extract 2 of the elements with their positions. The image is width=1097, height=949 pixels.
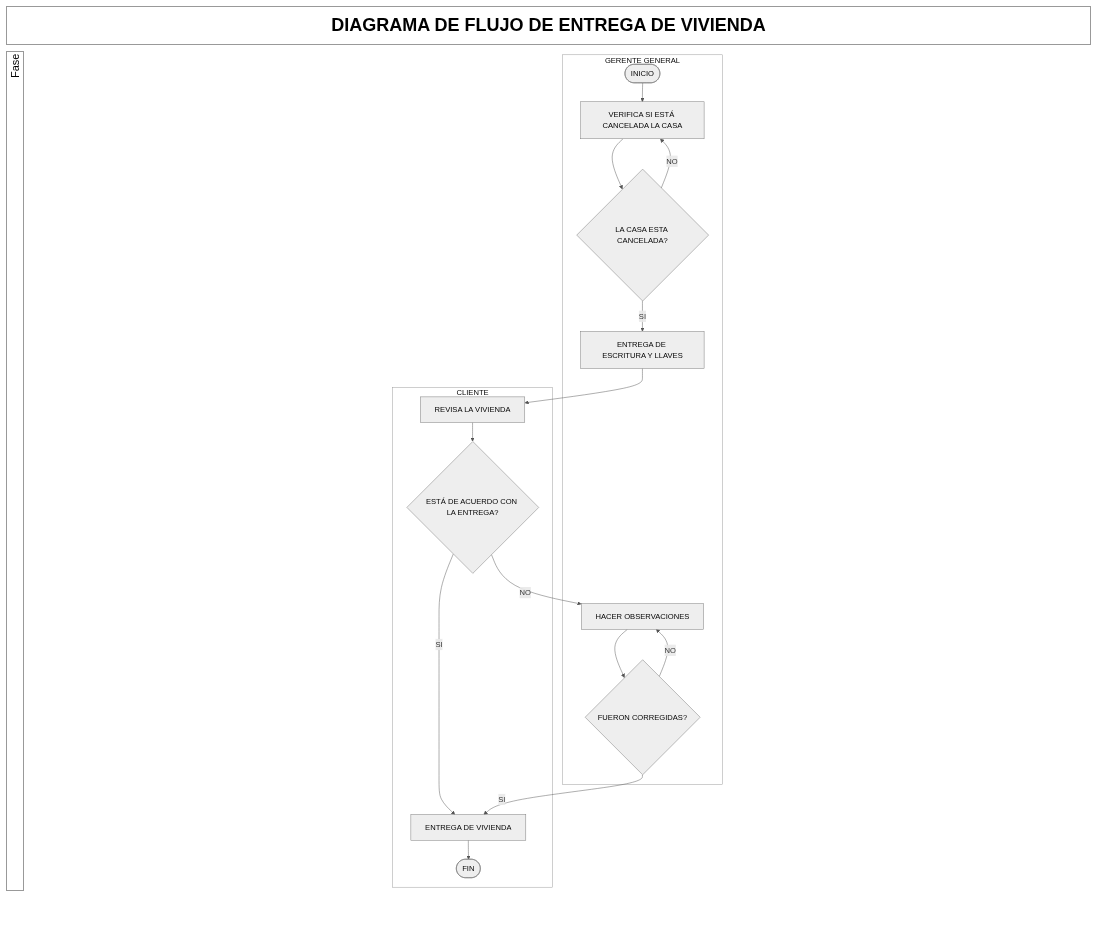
lane-label: Fase xyxy=(9,54,21,79)
diagram-title: DIAGRAMA DE FLUJO DE ENTREGA DE VIVIENDA xyxy=(6,6,1091,45)
